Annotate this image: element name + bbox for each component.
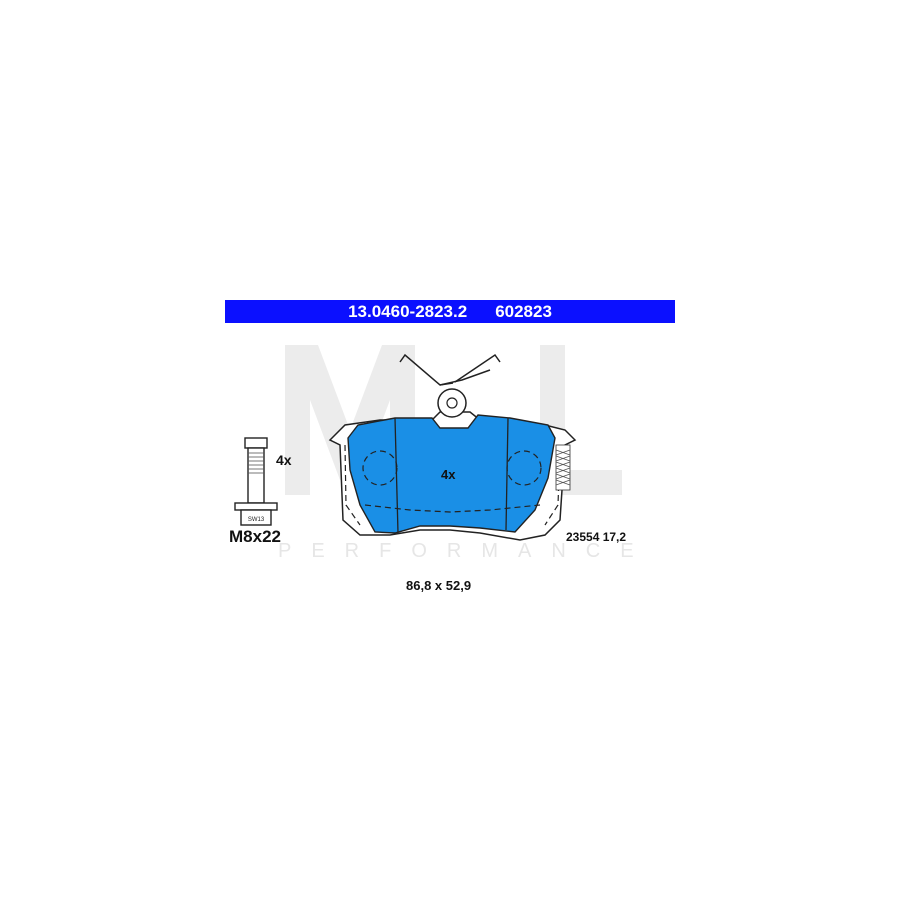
pad-code-label: 23554 17,2 [566, 530, 627, 544]
center-hole [446, 397, 458, 409]
bolt-count-label: 4x [276, 452, 292, 468]
pad-slots [394, 417, 509, 534]
wear-indicator-icon [555, 444, 571, 491]
ref-number: 602823 [495, 301, 552, 321]
part-header-bar: 13.0460-2823.2 602823 [225, 300, 675, 323]
friction-pad [347, 414, 556, 534]
watermark-tagline: PERFORMANCE [278, 540, 654, 562]
spring-clip [399, 353, 501, 386]
wrench-size-label: SW13 [248, 517, 265, 523]
pad-dimensions-label: 86,8 x 52,9 [406, 578, 472, 593]
bolt-icon: SW13 [234, 437, 278, 526]
part-number: 13.0460-2823.2 [348, 301, 468, 321]
pad-count-label: 4x [441, 467, 456, 482]
bolt-size-label: M8x22 [229, 527, 281, 546]
